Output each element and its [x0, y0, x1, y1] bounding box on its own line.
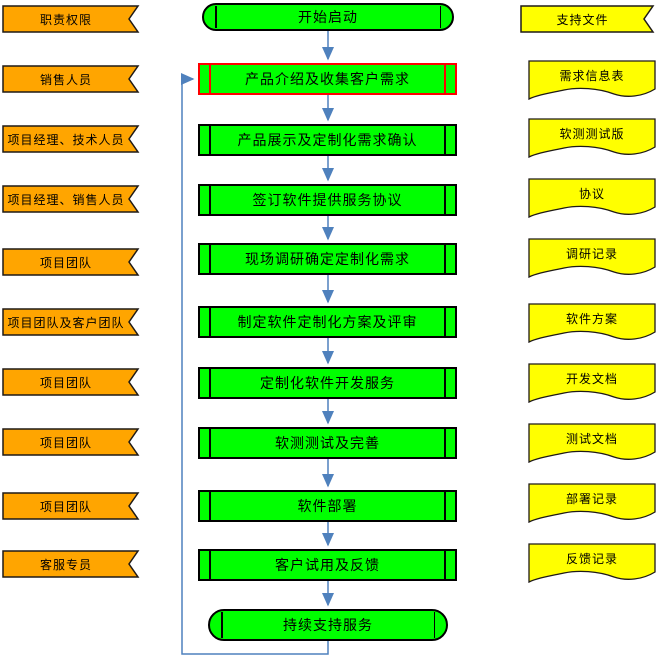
process-step: 软测测试及完善	[198, 427, 457, 459]
document-shape: 需求信息表	[528, 60, 656, 100]
document-outline	[528, 483, 656, 523]
process-step: 客户试用及反馈	[198, 549, 457, 581]
role-label: 项目团队	[39, 435, 92, 450]
banner-shape	[2, 65, 140, 93]
document-outline	[528, 238, 656, 278]
role-header-banner: 职责权限	[2, 5, 140, 33]
document-shape: 测试文档	[528, 423, 656, 463]
process-step: 定制化软件开发服务	[198, 367, 457, 399]
role-banner: 销售人员	[2, 65, 140, 93]
process-step-highlighted: 产品介绍及收集客户需求	[198, 63, 457, 95]
process-step-label: 软测测试及完善	[275, 436, 380, 452]
process-step: 签订软件提供服务协议	[198, 184, 457, 216]
document-outline	[528, 60, 656, 100]
role-banner: 客服专员	[2, 550, 140, 578]
end-terminator: 持续支持服务	[208, 609, 448, 641]
document-shape: 软件方案	[528, 303, 656, 343]
document-shape: 部署记录	[528, 483, 656, 523]
process-step: 制定软件定制化方案及评审	[198, 306, 457, 338]
role-banner: 项目经理、技术人员	[2, 125, 140, 153]
document-label: 反馈记录	[565, 552, 618, 566]
role-banner: 项目团队	[2, 492, 140, 520]
banner-shape	[2, 125, 140, 153]
role-header-label: 职责权限	[39, 12, 92, 27]
document-label: 开发文档	[565, 372, 618, 386]
process-step-label: 现场调研确定定制化需求	[245, 252, 410, 268]
process-step-label: 产品介绍及收集客户需求	[245, 72, 410, 88]
document-label: 软件方案	[565, 312, 618, 326]
document-header-banner: 支持文件	[520, 5, 655, 33]
role-banner: 项目团队及客户团队	[2, 308, 140, 336]
document-shape: 开发文档	[528, 363, 656, 403]
document-outline	[528, 118, 656, 158]
process-step-label: 定制化软件开发服务	[260, 376, 395, 392]
banner-shape	[2, 185, 140, 213]
end-label: 持续支持服务	[283, 618, 373, 634]
document-shape: 软测测试版	[528, 118, 656, 158]
document-outline	[528, 543, 656, 583]
process-step-label: 制定软件定制化方案及评审	[237, 315, 418, 331]
banner-shape	[2, 248, 140, 276]
banner-shape	[2, 5, 140, 33]
process-step-label: 签订软件提供服务协议	[252, 193, 403, 209]
role-banner: 项目团队	[2, 248, 140, 276]
process-step: 软件部署	[198, 490, 457, 522]
document-outline	[528, 423, 656, 463]
role-banner: 项目团队	[2, 428, 140, 456]
banner-shape	[520, 5, 655, 33]
document-outline	[528, 363, 656, 403]
role-label: 客服专员	[39, 557, 92, 572]
role-label: 项目团队及客户团队	[7, 315, 125, 330]
role-label: 项目团队	[39, 255, 92, 270]
process-step-label: 产品展示及定制化需求确认	[237, 133, 418, 149]
role-banner: 项目团队	[2, 368, 140, 396]
process-step-label: 客户试用及反馈	[275, 558, 380, 574]
document-shape: 调研记录	[528, 238, 656, 278]
start-label: 开始启动	[298, 10, 358, 26]
document-outline	[528, 178, 656, 218]
role-banner: 项目经理、销售人员	[2, 185, 140, 213]
document-label: 部署记录	[565, 492, 618, 506]
process-step: 产品展示及定制化需求确认	[198, 124, 457, 156]
role-label: 项目经理、技术人员	[7, 132, 125, 147]
role-label: 项目经理、销售人员	[7, 192, 125, 207]
banner-shape	[2, 492, 140, 520]
banner-shape	[2, 368, 140, 396]
document-outline	[528, 303, 656, 343]
document-shape: 反馈记录	[528, 543, 656, 583]
document-label: 调研记录	[565, 247, 618, 261]
document-label: 协议	[578, 187, 605, 201]
document-shape: 协议	[528, 178, 656, 218]
feedback-loop-arrow	[181, 73, 329, 655]
start-terminator: 开始启动	[202, 3, 454, 31]
role-label: 销售人员	[39, 72, 92, 87]
process-step: 现场调研确定定制化需求	[198, 243, 457, 275]
document-label: 需求信息表	[559, 69, 625, 83]
banner-shape	[2, 428, 140, 456]
process-step-label: 软件部署	[297, 499, 358, 515]
role-label: 项目团队	[39, 375, 92, 390]
document-label: 软测测试版	[559, 127, 625, 141]
banner-shape	[2, 550, 140, 578]
document-label: 测试文档	[565, 432, 618, 446]
banner-shape	[2, 308, 140, 336]
document-header-label: 支持文件	[556, 12, 609, 27]
role-label: 项目团队	[39, 499, 92, 514]
